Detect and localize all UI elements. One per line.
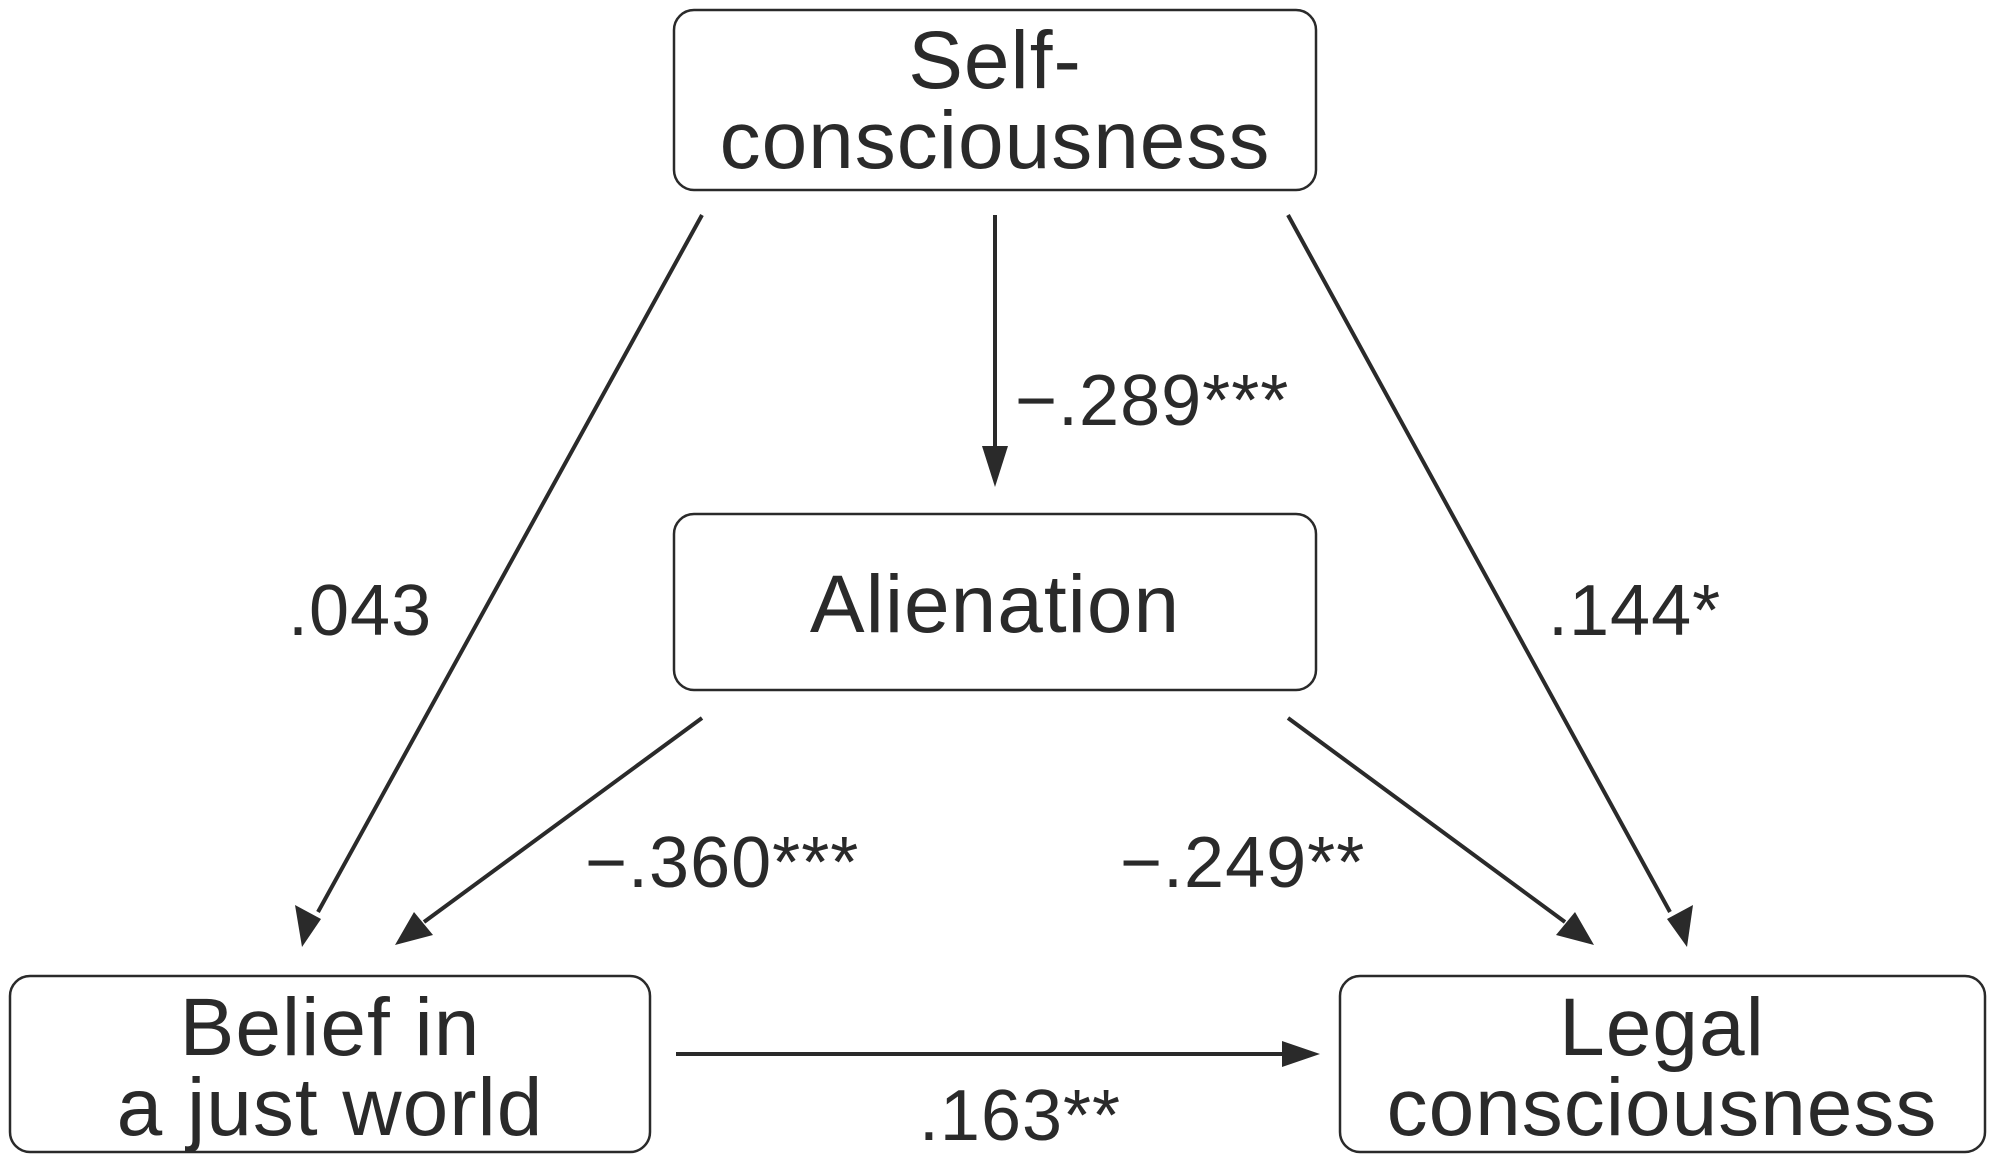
path-alienation-to-belief: −.360*** [395,716,859,945]
node-self-consciousness: Self- consciousness [672,8,1318,192]
node-label-line1: Self- [908,15,1082,106]
path-coefficient: −.360*** [585,823,859,903]
arrow-head-icon [1282,1041,1320,1067]
path-coefficient: .043 [288,571,432,651]
path-line [1286,716,1567,924]
node-label-line2: a just world [117,1062,544,1153]
path-coefficient: −.249** [1120,823,1365,903]
path-self-to-belief: .043 [288,214,704,947]
path-line [1286,214,1672,913]
path-alienation-to-legal: −.249** [1120,716,1594,945]
node-box [672,512,1318,692]
arrow-head-icon [395,912,433,945]
node-alienation: Alienation [672,512,1318,692]
node-legal-consciousness: Legal consciousness [1338,974,1987,1154]
node-box [672,8,1318,192]
node-label-line1: Belief in [180,982,481,1073]
path-line [316,214,704,913]
path-coefficient: .144* [1548,571,1721,651]
node-label-line1: Legal [1559,982,1765,1073]
node-belief-in-a-just-world: Belief in a just world [8,974,652,1154]
path-coefficient: −.289*** [1015,361,1289,441]
node-box [8,974,652,1154]
path-line [422,716,704,924]
arrow-head-icon [982,446,1008,487]
node-label: Alienation [810,559,1180,650]
arrow-head-icon [1556,912,1594,945]
path-self-to-alienation: −.289*** [982,215,1289,487]
path-belief-to-legal: .163** [676,1041,1320,1156]
node-label-line2: consciousness [1387,1062,1938,1153]
arrow-head-icon [295,905,321,947]
arrow-head-icon [1667,905,1693,947]
path-coefficient: .163** [919,1076,1121,1156]
node-box [1338,974,1987,1154]
node-label-line2: consciousness [720,95,1271,186]
path-self-to-legal: .144* [1286,214,1721,947]
